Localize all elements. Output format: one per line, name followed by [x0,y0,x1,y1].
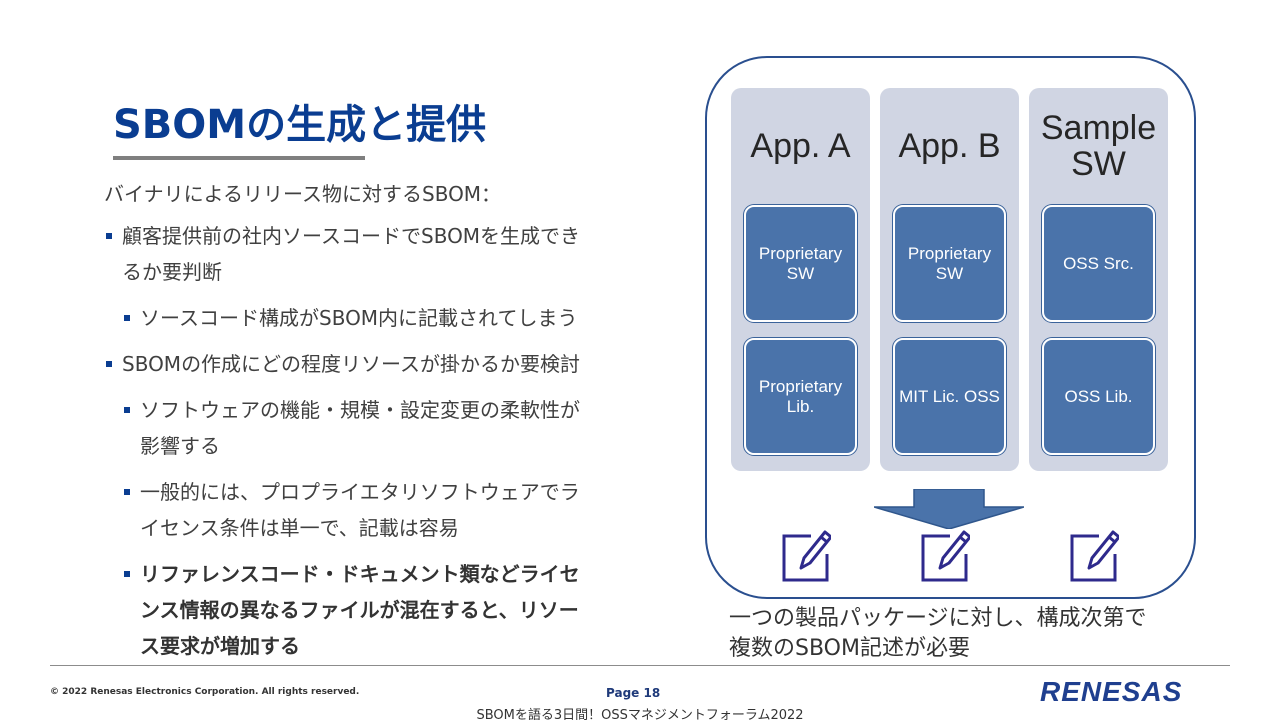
bullet-item: 一般的には、プロプライエタリソフトウェアでライセンス条件は単一で、記載は容易 [104,474,594,546]
copyright-text: © 2022 Renesas Electronics Corporation. … [50,687,360,697]
bullet-item: ソフトウェアの機能・規模・設定変更の柔軟性が影響する [104,392,594,464]
bullet-item: 顧客提供前の社内ソースコードでSBOMを生成できるか要判断 [104,218,594,290]
edit-note-icon [921,530,970,582]
column-title: Sample SW [1040,109,1157,183]
square-bullet-icon [106,361,112,367]
renesas-logo: RENESAS [1040,676,1183,707]
bullet-text: 一般的には、プロプライエタリソフトウェアでライセンス条件は単一で、記載は容易 [140,480,580,540]
bullet-item-emphasis: リファレンスコード・ドキュメント類などライセンス情報の異なるファイルが混在すると… [104,556,594,664]
edit-note-icon [782,530,831,582]
square-bullet-icon [124,571,130,577]
block-proprietary-sw: Proprietary SW [893,205,1006,322]
footer-divider [50,665,1230,666]
block-oss-src: OSS Src. [1042,205,1155,322]
square-bullet-icon [124,489,130,495]
square-bullet-icon [124,315,130,321]
block-proprietary-lib: Proprietary Lib. [744,338,857,455]
bullet-text: ソースコード構成がSBOM内に記載されてしまう [140,306,578,330]
intro-text: バイナリによるリリース物に対するSBOM： [104,182,502,206]
bullet-item: SBOMの作成にどの程度リソースが掛かるか要検討 [104,346,594,382]
caption-line: 一つの製品パッケージに対し、構成次第で [729,606,1147,631]
bullet-text: 顧客提供前の社内ソースコードでSBOMを生成できるか要判断 [122,224,581,284]
column-title: App. B [898,127,1001,165]
caption-line: 複数のSBOM記述が必要 [729,636,970,661]
event-name: SBOMを語る3日間！OSSマネジメントフォーラム2022 [476,708,804,720]
column-title: App. A [750,127,851,165]
square-bullet-icon [124,407,130,413]
title-underline [113,156,365,160]
bullet-text: リファレンスコード・ドキュメント類などライセンス情報の異なるファイルが混在すると… [140,562,580,658]
bullet-list: 顧客提供前の社内ソースコードでSBOMを生成できるか要判断 ソースコード構成がS… [104,218,594,674]
block-oss-lib: OSS Lib. [1042,338,1155,455]
page-title: SBOMの生成と提供 [113,102,487,148]
diagram-caption: 一つの製品パッケージに対し、構成次第で 複数のSBOM記述が必要 [729,604,1147,664]
block-proprietary-sw: Proprietary SW [744,205,857,322]
bullet-text: ソフトウェアの機能・規模・設定変更の柔軟性が影響する [140,398,580,458]
down-arrow-icon [874,489,1024,529]
square-bullet-icon [106,233,112,239]
bullet-item: ソースコード構成がSBOM内に記載されてしまう [104,300,594,336]
edit-note-icon [1070,530,1119,582]
block-mit-oss: MIT Lic. OSS [893,338,1006,455]
bullet-text: SBOMの作成にどの程度リソースが掛かるか要検討 [122,352,581,376]
page-number: Page 18 [606,686,661,700]
